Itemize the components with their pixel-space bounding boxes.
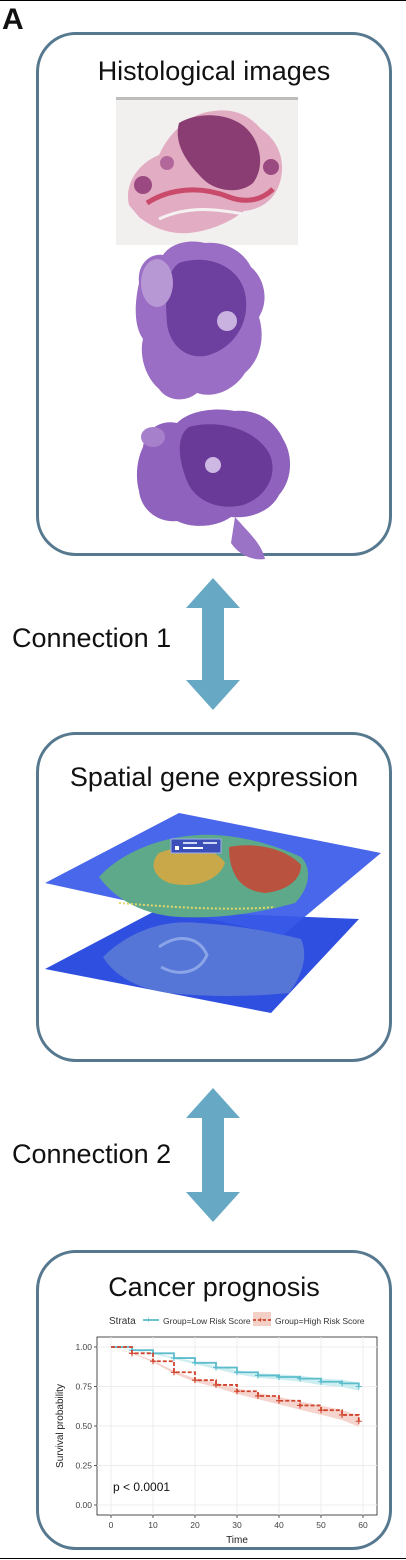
censor-mark-high [129,1350,135,1357]
x-tick-label: 60 [358,1520,368,1530]
spatial-card: Spatial gene expression [36,732,392,1062]
tissue-section-2-spot [217,311,237,331]
x-tick-label: 10 [148,1520,158,1530]
y-tick-label: 0.75 [75,1382,92,1392]
y-tick-label: 0.25 [75,1461,92,1471]
he-dot-1 [134,176,152,194]
censor-mark-low [255,1372,261,1379]
he-tissue-dark [177,115,261,191]
prognosis-title: Cancer prognosis [108,1272,320,1302]
histology-title: Histological images [97,56,331,86]
prognosis-card: Cancer prognosis Strata + Group=Low Risk… [36,1250,392,1550]
censor-mark-high [171,1369,177,1376]
y-axis-label: Survival probability [55,1384,66,1468]
he-dot-3 [160,156,174,170]
viewer-overlay-line-3 [203,842,217,844]
double-arrow-icon-2 [186,1088,240,1222]
censor-mark-low [276,1374,282,1381]
tissue-section-3-lobe [141,427,165,447]
censor-mark-high [355,1418,362,1425]
tissue-section-3-tail [231,517,265,560]
tissue-section-2-lobe [141,259,173,307]
viewer-overlay-line-2 [183,847,203,849]
slide-top-edge [116,97,298,100]
legend-title: Strata [109,1316,136,1327]
censor-mark-low [171,1355,177,1362]
spatial-illustration [45,813,381,1013]
censor-mark-low [355,1383,362,1390]
censor-mark-high [318,1407,324,1414]
censor-mark-low [213,1364,219,1371]
double-arrow-icon-1 [186,578,240,710]
legend-label-low: Group=Low Risk Score [163,1316,251,1326]
tissue-section-2-dark [166,259,247,357]
censor-mark-high [297,1402,303,1409]
confidence-band-high [111,1347,359,1427]
survival-chart: Strata + Group=Low Risk Score + Group=Hi… [55,1312,378,1546]
svg-text:+: + [146,1315,151,1325]
tissue-lower-detail [158,937,209,974]
viewer-overlay-swatch [175,846,179,850]
x-tick-label: 20 [190,1520,200,1530]
censor-mark-low [318,1378,324,1385]
axis-ticks: 0 10 20 30 40 50 60 0.00 0.25 0.50 0.75 1.00 [75,1342,368,1530]
legend-item-low: + Group=Low Risk Score [143,1315,251,1326]
legend-label-high: Group=High Risk Score [275,1316,365,1326]
censor-mark-low [192,1359,198,1366]
censor-mark-high [150,1358,156,1365]
expression-warm-region [153,847,225,885]
censor-mark-high [255,1392,261,1399]
he-tissue-streak [158,208,250,221]
censor-mark-high [276,1397,282,1404]
svg-text:+: + [258,1315,263,1325]
he-tissue-fold [145,187,275,206]
survival-curves [111,1346,362,1425]
histology-illustration [116,97,298,560]
top-rule [0,0,406,1]
bottom-rule [0,1558,406,1559]
p-value-annotation: p < 0.0001 [113,1480,170,1494]
x-tick-label: 30 [232,1520,242,1530]
viewer-overlay-line-1 [183,842,197,844]
censor-mark-high [192,1377,198,1384]
censor-mark-low [297,1375,303,1382]
y-tick-label: 1.00 [75,1342,92,1352]
censor-mark-high [339,1411,345,1418]
panel-letter: A [2,3,24,36]
he-dot-2 [263,159,279,175]
censor-mark-high [213,1381,219,1388]
connection-2-label: Connection 2 [12,1139,172,1169]
censor-mark-low [339,1380,345,1387]
tissue-section-3-dark [179,424,273,507]
legend-item-high: + Group=High Risk Score [253,1312,365,1326]
spatial-title: Spatial gene expression [69,762,359,792]
expression-hot-region [229,845,301,893]
y-tick-label: 0.50 [75,1421,92,1431]
histology-card: Histological images [36,32,392,560]
x-tick-label: 40 [274,1520,284,1530]
x-axis-label: Time [226,1535,248,1546]
x-tick-label: 0 [109,1520,114,1530]
tissue-section-3-spot [205,457,221,473]
x-tick-label: 50 [316,1520,326,1530]
censor-mark-low [234,1369,240,1376]
y-tick-label: 0.00 [75,1500,92,1510]
censor-mark-high [234,1388,240,1395]
connection-1-label: Connection 1 [12,623,172,653]
